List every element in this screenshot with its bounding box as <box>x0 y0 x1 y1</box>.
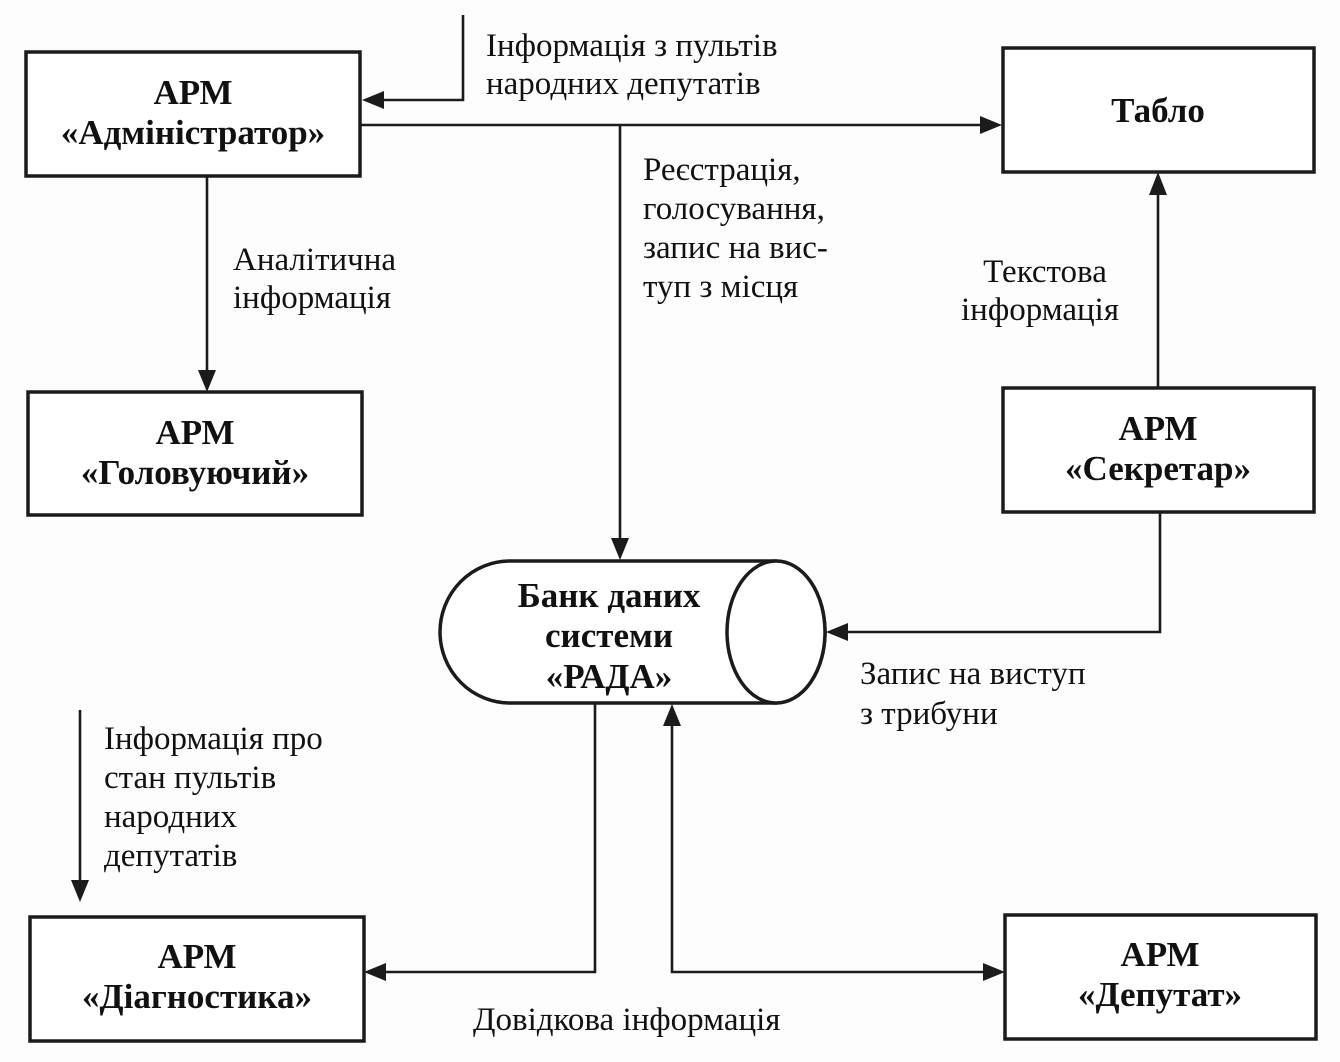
arrow-sekretar-to-tablo <box>1149 172 1167 388</box>
label-line: депутатів <box>104 838 237 874</box>
label-pulty-info: Інформація з пультів народних депутатів <box>486 28 778 102</box>
label-line: народних <box>104 799 237 835</box>
box-tablo: Табло <box>1001 46 1316 174</box>
label-line: Аналітична <box>233 242 396 278</box>
label-line: інформація <box>961 292 1119 328</box>
arrow-pulty-state-down <box>71 710 89 902</box>
label-line: з трибуни <box>860 696 998 732</box>
box-line: АРМ <box>155 413 234 452</box>
cylinder-bank-danykh-rada: Банк даних системи «РАДА» <box>438 559 827 705</box>
cylinder-line: «РАДА» <box>546 657 673 696</box>
label-line: Інформація про <box>104 721 323 757</box>
arrow-bank-deputat-bidirectional <box>663 704 1005 981</box>
label-reference-info: Довідкова інформація <box>473 1002 780 1038</box>
arrow-pulty-to-administrator <box>362 15 465 109</box>
box-line: «Головуючий» <box>81 453 309 492</box>
label-pulty-state: Інформація про стан пультів народних деп… <box>104 721 323 874</box>
box-arm-holovuiuchyi: АРМ «Головуючий» <box>26 390 364 517</box>
label-analytic: Аналітична інформація <box>233 242 396 316</box>
label-line: інформація <box>233 280 391 316</box>
box-line: АРМ <box>157 937 236 976</box>
cylinder-line: Банк даних <box>518 576 701 615</box>
box-line: АРМ <box>153 73 232 112</box>
arrow-bank-to-diahnostyka <box>364 703 597 981</box>
label-line: голосування, <box>643 191 825 227</box>
box-arm-deputat: АРМ «Депутат» <box>1003 913 1318 1041</box>
label-line: Інформація з пультів <box>486 28 778 64</box>
label-line: народних депутатів <box>486 66 761 102</box>
box-arm-diahnostyka: АРМ «Діагностика» <box>28 915 366 1043</box>
arrow-sekretar-to-bank <box>826 512 1162 641</box>
label-line: стан пультів <box>104 760 276 796</box>
label-line: Текстова <box>983 254 1107 290</box>
cylinder-line: системи <box>545 616 673 655</box>
arrow-administrator-to-holovuiuchyi <box>198 176 216 392</box>
label-line: Довідкова інформація <box>473 1002 780 1038</box>
box-line: АРМ <box>1120 935 1199 974</box>
box-line: «Депутат» <box>1078 975 1242 1014</box>
label-text-info: Текстова інформація <box>961 254 1119 328</box>
label-speech-tribune: Запис на виступ з трибуни <box>860 656 1086 732</box>
box-line: «Секретар» <box>1065 449 1251 488</box>
label-line: Реєстрація, <box>643 152 801 188</box>
label-line: запис на вис- <box>643 230 828 266</box>
box-line: Табло <box>1111 91 1205 130</box>
label-registration: Реєстрація, голосування, запис на вис- т… <box>643 152 828 305</box>
box-line: АРМ <box>1118 409 1197 448</box>
arrow-administrator-to-bank <box>611 125 629 560</box>
box-line: «Адміністратор» <box>61 113 325 152</box>
box-arm-administrator: АРМ «Адміністратор» <box>24 50 362 178</box>
box-arm-sekretar: АРМ «Секретар» <box>1001 386 1316 514</box>
label-line: Запис на виступ <box>860 656 1086 692</box>
label-line: туп з місця <box>643 269 798 305</box>
box-line: «Діагностика» <box>82 977 312 1016</box>
arrow-administrator-to-tablo <box>360 116 1002 134</box>
